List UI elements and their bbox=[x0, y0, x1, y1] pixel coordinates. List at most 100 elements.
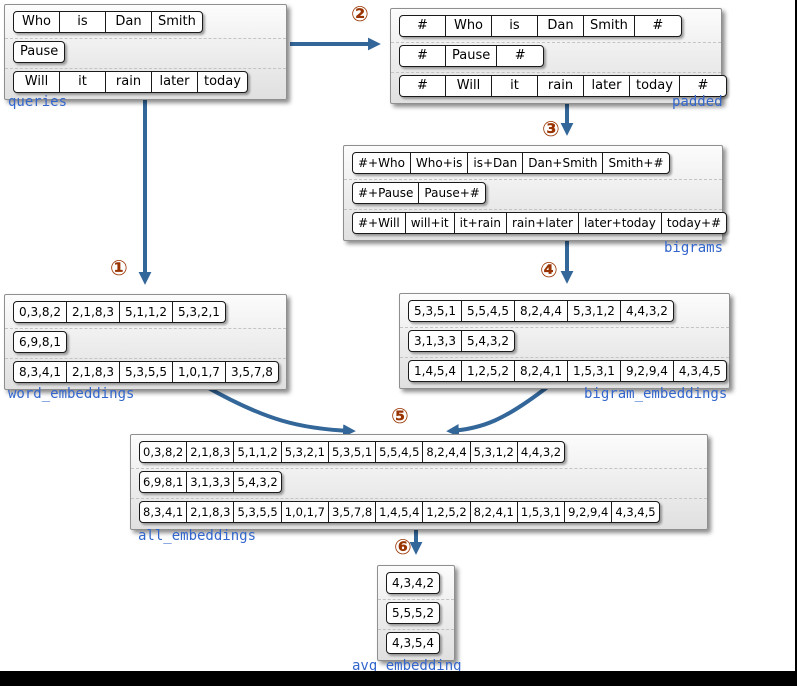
cell: 5,3,2,1 bbox=[282, 442, 329, 462]
cell: Dan bbox=[538, 16, 584, 36]
cell: 8,2,4,4 bbox=[515, 301, 568, 321]
cell: 3,1,3,3 bbox=[409, 331, 462, 351]
cell: today+# bbox=[666, 216, 722, 230]
step-1-badge: ① bbox=[110, 256, 128, 280]
cell: 8,3,4,1 bbox=[140, 502, 188, 522]
cell: later bbox=[152, 72, 198, 92]
cell: 3,5,7,8 bbox=[230, 365, 273, 379]
cell: 1,2,5,2 bbox=[423, 502, 471, 522]
cell: 6,9,8,1 bbox=[140, 472, 188, 492]
cell: 4,3,4,5 bbox=[678, 364, 721, 378]
cell: 5,3,2,1 bbox=[177, 305, 220, 319]
label-avg-embedding: avg_embedding bbox=[352, 658, 462, 671]
cell: #+Will bbox=[353, 213, 406, 233]
cell: 2,1,8,3 bbox=[67, 362, 120, 382]
cell: will+it bbox=[406, 213, 455, 233]
cell: 1,5,3,1 bbox=[568, 361, 621, 381]
cell: later+today bbox=[579, 213, 662, 233]
cell: 5,4,3,2 bbox=[466, 334, 509, 348]
step-2-badge: ② bbox=[351, 2, 369, 26]
cell: it+rain bbox=[455, 213, 507, 233]
cell-row: 5,5,5,2 bbox=[386, 602, 440, 624]
cell: # bbox=[697, 78, 709, 93]
cell: # bbox=[400, 46, 446, 66]
cell: 0,3,8,2 bbox=[140, 442, 188, 462]
step-5-badge: ⑤ bbox=[391, 404, 409, 428]
cell: 5,3,5,5 bbox=[120, 362, 173, 382]
label-all-embeddings: all_embeddings bbox=[138, 528, 257, 544]
row-line: 6,9,8,1 bbox=[5, 329, 286, 359]
cell: today bbox=[630, 76, 680, 96]
cell: 2,1,8,3 bbox=[67, 302, 120, 322]
cell: 8,3,4,1 bbox=[14, 362, 67, 382]
cell: rain+later bbox=[507, 213, 579, 233]
cell: today bbox=[204, 74, 241, 89]
cell: 9,2,9,4 bbox=[621, 361, 674, 381]
cell-row: 3,1,3,3 5,4,3,2 bbox=[408, 330, 515, 352]
cell: 5,1,1,2 bbox=[234, 442, 282, 462]
cell: 4,4,3,2 bbox=[520, 445, 562, 459]
cell: 1,5,3,1 bbox=[518, 502, 566, 522]
cell: 5,3,5,1 bbox=[329, 442, 377, 462]
cell: Who bbox=[446, 16, 492, 36]
cell: 3,1,3,3 bbox=[187, 472, 235, 492]
cell: 5,3,1,2 bbox=[568, 301, 621, 321]
cell: 5,3,5,1 bbox=[409, 301, 462, 321]
cell: it bbox=[492, 76, 538, 96]
cell: 1,2,5,2 bbox=[462, 361, 515, 381]
row-line: 5,5,5,2 bbox=[378, 600, 454, 630]
cell: rain bbox=[538, 76, 584, 96]
cell: Smith bbox=[584, 16, 635, 36]
cell: Will bbox=[446, 76, 492, 96]
cell: Smith+# bbox=[608, 156, 664, 170]
arrow-step5-left bbox=[204, 384, 356, 438]
cell: 5,5,4,5 bbox=[462, 301, 515, 321]
cell-row: Pause bbox=[13, 41, 66, 63]
step-6-badge: ⑥ bbox=[394, 535, 412, 559]
row-line: Pause bbox=[5, 39, 286, 69]
cell: 5,1,1,2 bbox=[120, 302, 173, 322]
cell: 4,3,5,4 bbox=[392, 636, 434, 650]
row-line: 4,3,5,4 bbox=[378, 630, 454, 656]
cell: 1,4,5,4 bbox=[376, 502, 424, 522]
cell: Pause bbox=[20, 44, 59, 59]
cell: #+Who bbox=[353, 153, 411, 173]
cell: is bbox=[492, 16, 538, 36]
cell: Who+is bbox=[411, 153, 469, 173]
cell: 2,1,8,3 bbox=[187, 442, 235, 462]
cell: #+Pause bbox=[353, 183, 420, 203]
cell: 5,3,1,2 bbox=[471, 442, 518, 462]
cell: 5,3,5,5 bbox=[234, 502, 282, 522]
cell: 8,2,4,1 bbox=[471, 502, 518, 522]
cell: # bbox=[400, 76, 446, 96]
cell: 5,5,5,2 bbox=[392, 606, 434, 620]
